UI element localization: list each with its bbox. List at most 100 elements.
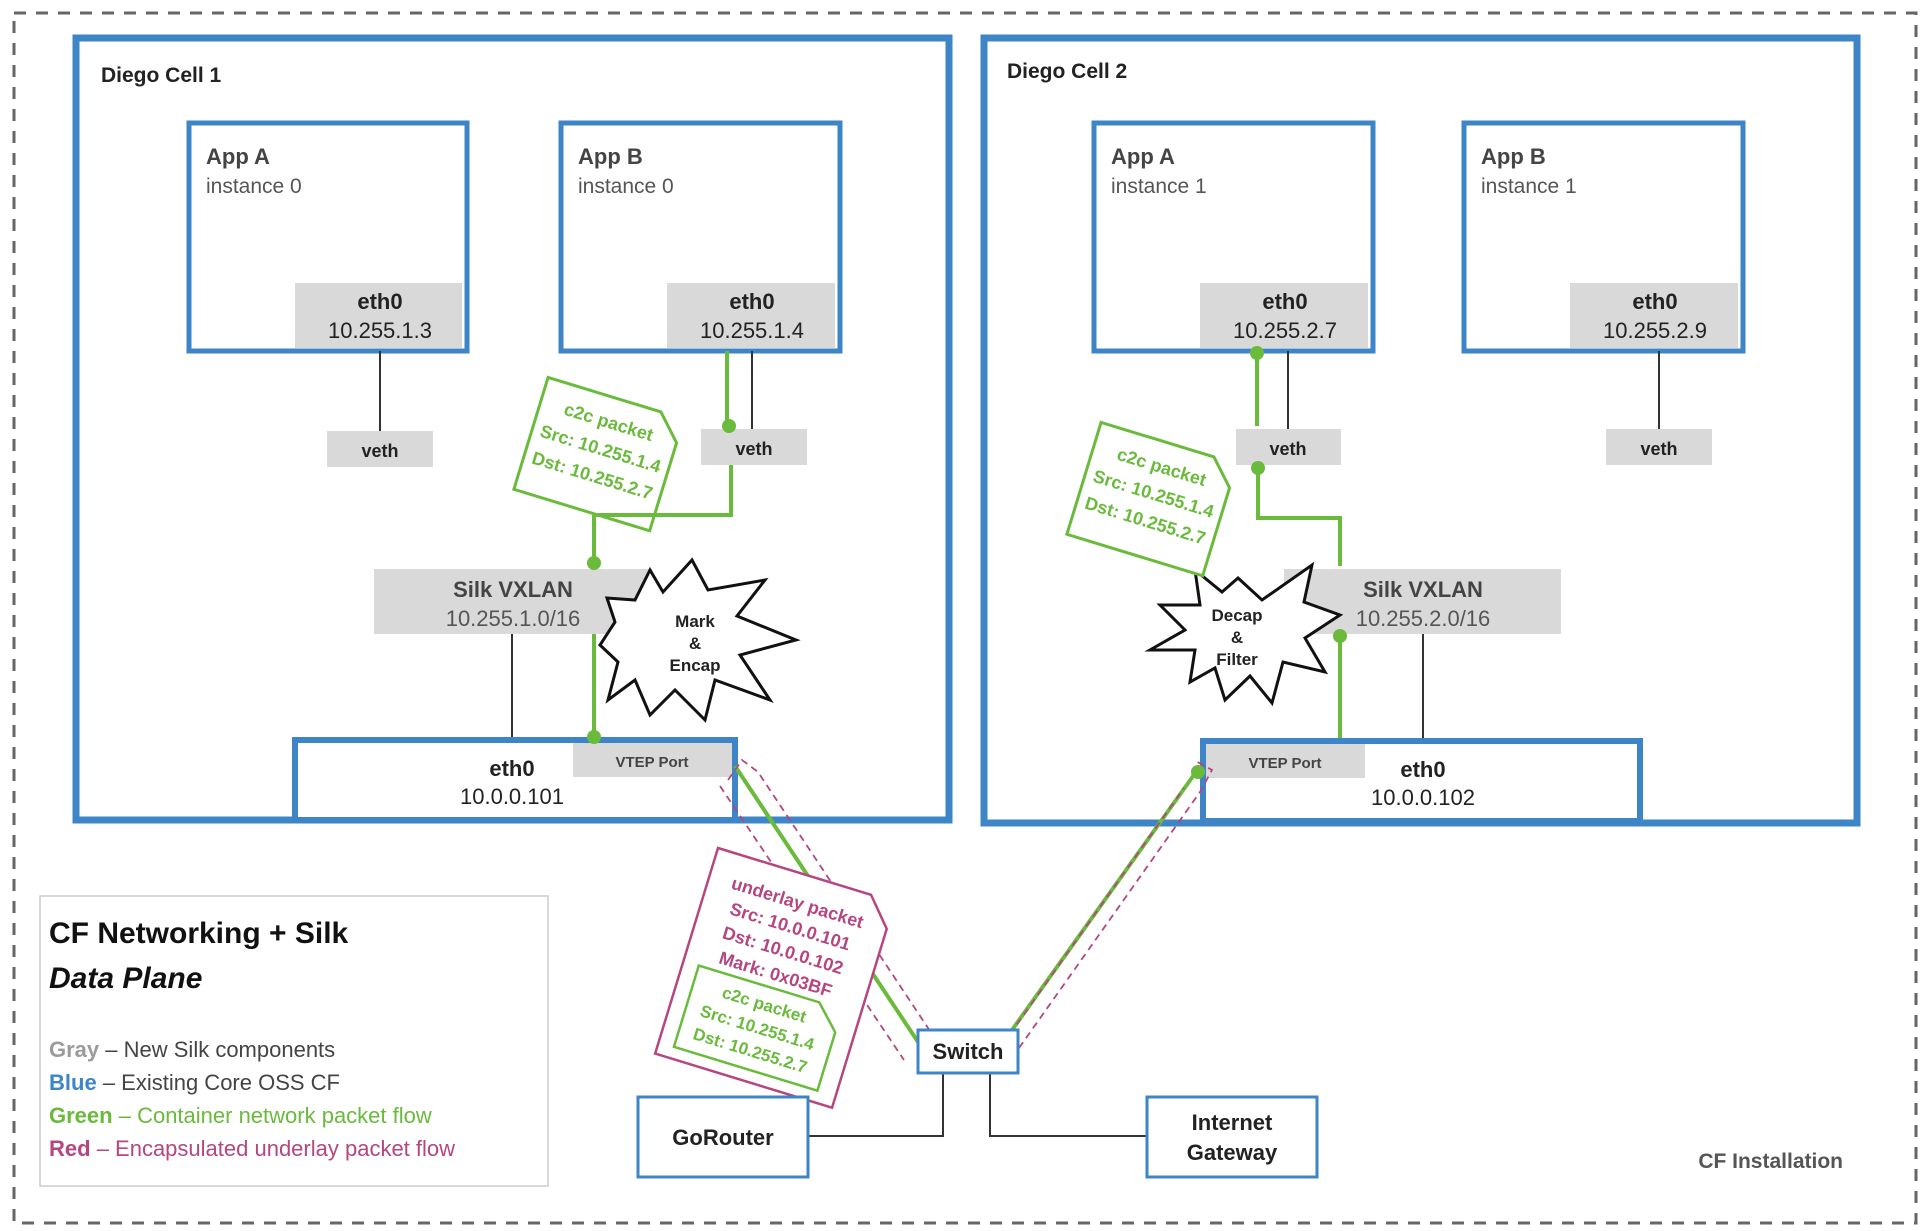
veth-box <box>1236 429 1341 465</box>
app-instance: instance 1 <box>1481 175 1577 198</box>
flow-dot <box>1250 346 1264 360</box>
legend-key: Blue <box>49 1070 97 1095</box>
app-b-instance-0: App B instance 0 eth0 10.255.1.4 <box>558 120 843 354</box>
legend-desc: – Existing Core OSS CF <box>103 1070 340 1095</box>
vtep-port-label: VTEP Port <box>615 754 688 771</box>
host-eth0-ip: 10.0.0.102 <box>1371 785 1475 810</box>
app-name: App B <box>578 144 643 169</box>
flow-dot <box>722 419 736 433</box>
installation-label: CF Installation <box>1698 1150 1843 1173</box>
veth-label: veth <box>1640 439 1677 459</box>
mark-encap-burst <box>598 557 801 723</box>
burst-line-3: Filter <box>1216 650 1258 669</box>
switch-gateway-link <box>989 1073 1147 1137</box>
gorouter-box <box>636 1095 810 1179</box>
legend-desc: – Container network packet flow <box>119 1103 432 1128</box>
underlay-packet-tag: underlay packet Src: 10.0.0.101 Dst: 10.… <box>653 846 889 1110</box>
eth0-label: eth0 <box>729 289 774 314</box>
veth-box <box>701 429 807 465</box>
legend-key: Red <box>49 1136 91 1161</box>
flow-segment <box>1256 468 1342 566</box>
silk-vxlan-subnet: 10.255.2.0/16 <box>1356 606 1491 631</box>
app-instance: instance 0 <box>206 175 302 198</box>
eth0-ip: 10.255.1.4 <box>700 318 804 343</box>
host-eth0-ip: 10.0.0.101 <box>460 784 564 809</box>
eth0-box <box>1200 283 1368 348</box>
vtep-port-box <box>1206 744 1365 778</box>
burst-line-2: & <box>689 634 701 653</box>
legend-key: Gray <box>49 1037 100 1062</box>
host-eth0-box <box>1200 738 1643 824</box>
underlay-outline <box>1018 759 1214 1049</box>
legend-box <box>39 895 549 1187</box>
cf-installation-boundary <box>12 11 1918 1225</box>
eth0-ip: 10.255.1.3 <box>328 318 432 343</box>
eth0-label: eth0 <box>357 289 402 314</box>
app-a-instance-1: App A instance 1 eth0 10.255.2.7 <box>1091 120 1376 354</box>
silk-vxlan-label: Silk VXLAN <box>1363 577 1483 602</box>
silk-vxlan-label: Silk VXLAN <box>453 577 573 602</box>
vtep-port-box <box>573 743 732 777</box>
legend: CF Networking + Silk Data Plane Gray – N… <box>39 895 549 1187</box>
cell-title: Diego Cell 1 <box>101 64 222 87</box>
eth0-label: eth0 <box>1632 289 1677 314</box>
cell-title: Diego Cell 2 <box>1007 60 1127 83</box>
app-b-instance-1: App B instance 1 eth0 10.255.2.9 <box>1461 120 1746 354</box>
legend-item-gray: Gray – New Silk components <box>49 1037 335 1062</box>
legend-desc: – Encapsulated underlay packet flow <box>97 1136 455 1161</box>
legend-item-red: Red – Encapsulated underlay packet flow <box>49 1136 455 1161</box>
switch-label: Switch <box>933 1039 1004 1064</box>
legend-desc: – New Silk components <box>105 1037 335 1062</box>
switch-box <box>916 1028 1020 1075</box>
silk-vxlan-box <box>374 569 652 634</box>
flow-dot <box>1191 765 1205 779</box>
diego-cell-1: Diego Cell 1 App A instance 0 eth0 10.25… <box>72 34 953 824</box>
eth0-label: eth0 <box>1262 289 1307 314</box>
legend-title: CF Networking + Silk <box>49 917 349 950</box>
veth-label: veth <box>735 439 772 459</box>
tag-shape <box>672 963 837 1093</box>
diego-cell-2: Diego Cell 2 App A instance 1 eth0 10.25… <box>980 34 1861 827</box>
legend-key: Green <box>49 1103 113 1128</box>
eth0-ip: 10.255.2.7 <box>1233 318 1337 343</box>
app-name: App A <box>206 144 270 169</box>
c2c-packet-tag-1: c2c packet Src: 10.255.1.4 Dst: 10.255.2… <box>511 375 679 533</box>
inner-c2c-packet-tag: c2c packet Src: 10.255.1.4 Dst: 10.255.2… <box>672 963 837 1093</box>
gateway-label-line-2: Gateway <box>1187 1140 1278 1165</box>
legend-item-blue: Blue – Existing Core OSS CF <box>49 1070 340 1095</box>
burst-line-1: Mark <box>675 612 715 631</box>
flow-dot <box>587 730 601 744</box>
underlay-outline <box>1002 787 1185 1045</box>
veth-label: veth <box>361 441 398 461</box>
gateway-label-line-1: Internet <box>1192 1110 1273 1135</box>
eth0-box <box>295 283 462 348</box>
burst-line-3: Encap <box>669 656 720 675</box>
flow-segment <box>592 465 733 563</box>
tag-shape <box>511 375 679 533</box>
silk-vxlan-subnet: 10.255.1.0/16 <box>446 606 581 631</box>
eth0-box <box>1570 283 1738 348</box>
vtep-port-label: VTEP Port <box>1248 755 1321 772</box>
internet-gateway-box <box>1145 1095 1319 1179</box>
app-name: App B <box>1481 144 1546 169</box>
veth-box <box>327 431 433 467</box>
tag-shape <box>1064 420 1232 578</box>
eth0-ip: 10.255.2.9 <box>1603 318 1707 343</box>
legend-subtitle: Data Plane <box>49 962 202 995</box>
app-instance: instance 1 <box>1111 175 1207 198</box>
decap-filter-burst <box>1144 561 1344 707</box>
flow-dot <box>1251 461 1265 475</box>
veth-box <box>1606 429 1712 465</box>
veth-label: veth <box>1269 439 1306 459</box>
eth0-box <box>667 283 835 348</box>
host-eth0-label: eth0 <box>1400 757 1445 782</box>
flow-dot <box>587 556 601 570</box>
app-instance: instance 0 <box>578 175 674 198</box>
c2c-packet-tag-2: c2c packet Src: 10.255.1.4 Dst: 10.255.2… <box>1064 420 1232 578</box>
switch-gorouter-link <box>808 1073 944 1137</box>
legend-item-green: Green – Container network packet flow <box>49 1103 432 1128</box>
burst-line-2: & <box>1231 628 1243 647</box>
app-name: App A <box>1111 144 1175 169</box>
flow-dot <box>1333 629 1347 643</box>
